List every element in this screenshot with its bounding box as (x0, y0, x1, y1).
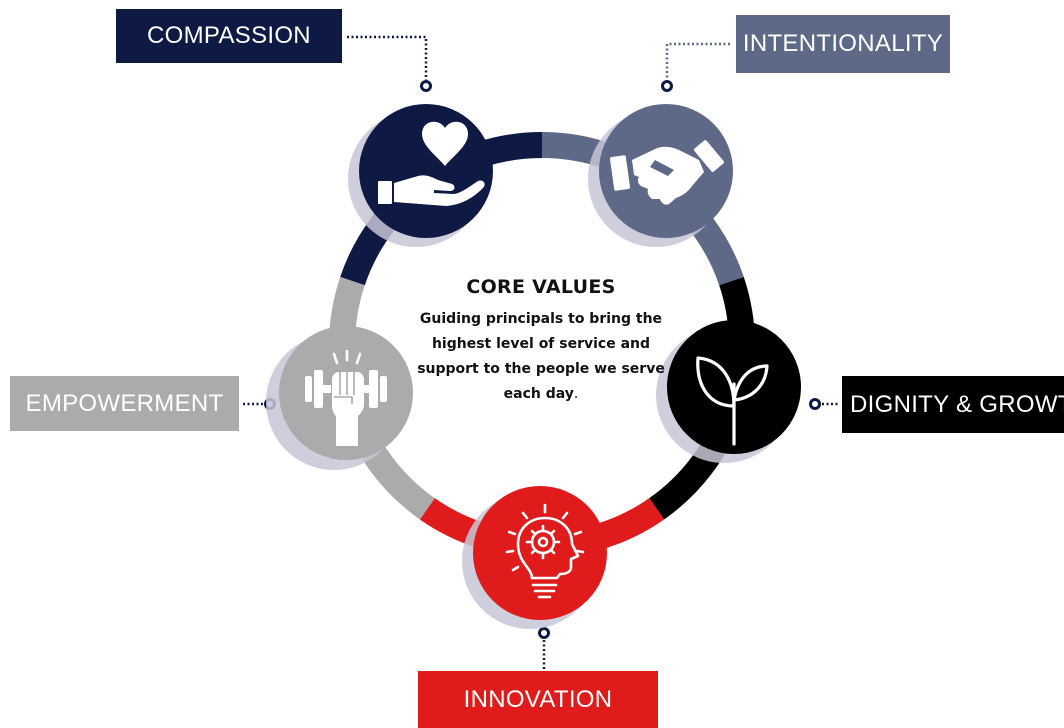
endpoint-intentionality (661, 80, 673, 92)
connector-compassion (347, 35, 428, 80)
endpoint-dignity (809, 398, 821, 410)
center-text: CORE VALUES Guiding principals to bring … (410, 276, 672, 407)
connectors (243, 35, 840, 670)
lightbulb-gear-icon (505, 503, 585, 599)
connector-intentionality (665, 42, 730, 80)
center-title: CORE VALUES (466, 276, 616, 298)
label-dignity-growth: DIGNITY & GROWTH (842, 376, 1064, 433)
endpoint-innovation (538, 627, 550, 639)
node-empowerment (279, 326, 413, 460)
label-empowerment: EMPOWERMENT (10, 376, 239, 431)
node-dignity-growth (667, 320, 801, 454)
label-intentionality: INTENTIONALITY (736, 15, 950, 73)
center-description-end: . (573, 386, 579, 402)
label-compassion: COMPASSION (116, 9, 342, 63)
sprout-icon (696, 356, 769, 446)
node-innovation (473, 486, 607, 620)
heart-hand-icon (378, 121, 485, 206)
endpoint-compassion (420, 80, 432, 92)
handshake-icon (609, 140, 724, 205)
center-description-text: Guiding principals to bring the highest … (417, 311, 665, 402)
center-description: Guiding principals to bring the highest … (410, 307, 672, 407)
node-compassion (359, 104, 493, 238)
label-innovation: INNOVATION (418, 671, 658, 728)
node-intentionality (599, 104, 733, 238)
fist-dumbbell-icon (305, 349, 387, 446)
